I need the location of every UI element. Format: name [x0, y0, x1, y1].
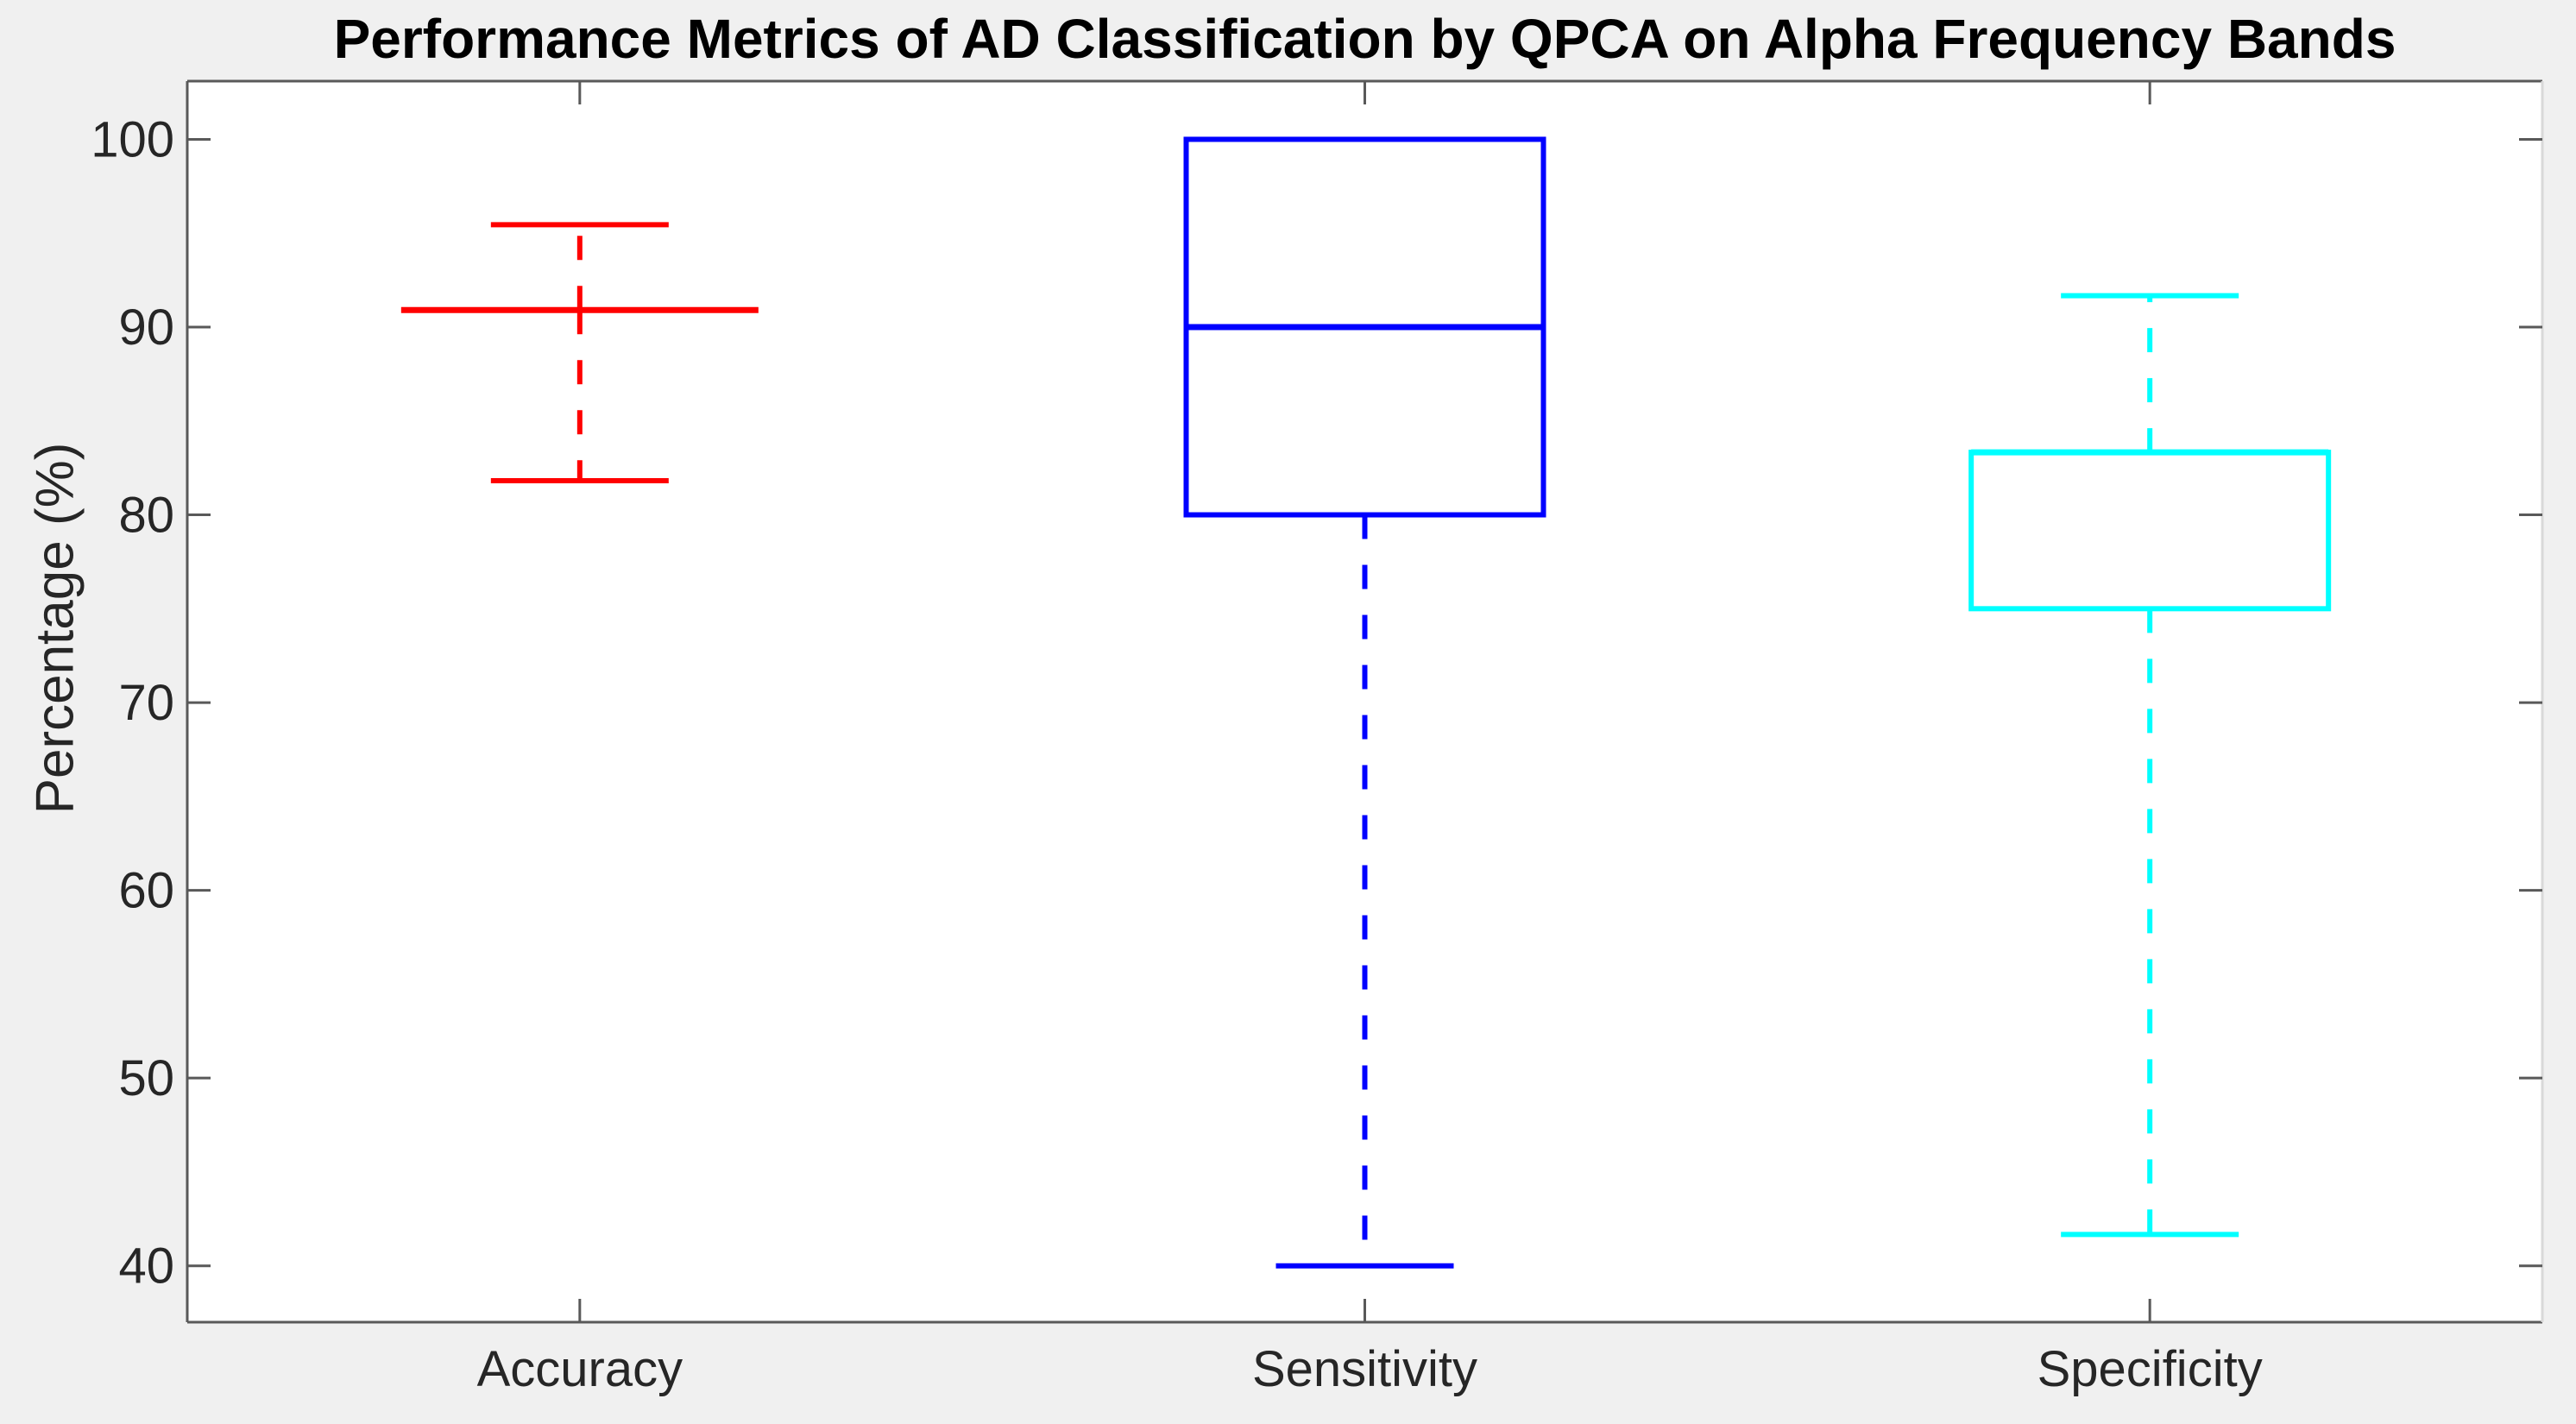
boxplot-specificity — [1968, 293, 2332, 1238]
y-tick-label: 50 — [118, 1050, 174, 1106]
x-category-label: Sensitivity — [1252, 1341, 1477, 1397]
x-category-label: Accuracy — [477, 1341, 683, 1397]
chart-title: Performance Metrics of AD Classification… — [333, 8, 2396, 70]
y-tick-label: 70 — [118, 675, 174, 731]
boxplot-accuracy — [400, 222, 759, 483]
y-tick-label: 60 — [118, 863, 174, 919]
y-tick-label: 40 — [118, 1238, 174, 1295]
boxplot-sensitivity — [1183, 136, 1546, 1269]
y-tick-label: 100 — [91, 111, 174, 167]
x-category-label: Specificity — [2037, 1341, 2263, 1397]
y-tick-label: 90 — [118, 299, 174, 356]
y-tick-label: 80 — [118, 488, 174, 544]
